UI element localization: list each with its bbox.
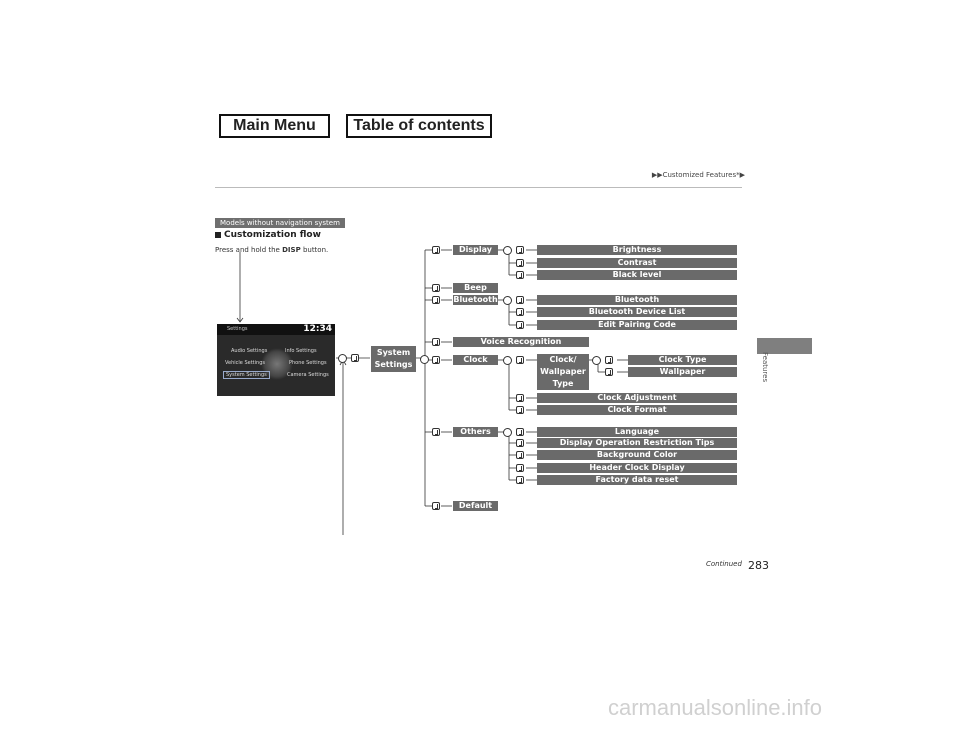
model-badge: Models without navigation system (215, 218, 345, 228)
bluetooth-device-list-node[interactable]: Bluetooth Device List (537, 307, 737, 317)
screen-item-phone: Phone Settings (289, 360, 327, 366)
screen-title: Settings (227, 326, 248, 332)
select-icon (516, 296, 524, 304)
select-icon (432, 284, 440, 292)
knob-icon (503, 356, 512, 365)
chapter-tab-label: Features (761, 352, 769, 383)
clock-adjustment-node[interactable]: Clock Adjustment (537, 393, 737, 403)
screen-top-bar: Settings 12:34 (217, 324, 335, 335)
edit-pairing-code-node[interactable]: Edit Pairing Code (537, 320, 737, 330)
watermark: carmanualsonline.info (608, 695, 823, 720)
clock-format-node[interactable]: Clock Format (537, 405, 737, 415)
screen-item-vehicle: Vehicle Settings (225, 360, 265, 366)
select-icon (605, 356, 613, 364)
knob-icon (420, 355, 429, 364)
clock-type-node[interactable]: Clock Type (628, 355, 737, 365)
main-menu-button[interactable]: Main Menu (219, 114, 330, 138)
header-clock-display-node[interactable]: Header Clock Display (537, 463, 737, 473)
screen-item-system: System Settings (223, 371, 270, 379)
system-settings-node[interactable]: System Settings (371, 346, 416, 372)
background-color-node[interactable]: Background Color (537, 450, 737, 460)
breadcrumb[interactable]: ▶▶Customized Features*▶ (651, 171, 745, 179)
knob-icon (503, 428, 512, 437)
select-icon (516, 246, 524, 254)
screen-item-audio: Audio Settings (231, 348, 268, 354)
select-icon (516, 394, 524, 402)
instruction-pre: Press and hold the (215, 246, 280, 254)
beep-node[interactable]: Beep (453, 283, 498, 293)
clock-wallpaper-type-node[interactable]: Clock/ Wallpaper Type (537, 354, 589, 390)
others-node[interactable]: Others (453, 427, 498, 437)
select-icon (432, 502, 440, 510)
select-icon (516, 259, 524, 267)
screen-item-camera: Camera Settings (287, 372, 329, 378)
select-icon (351, 354, 359, 362)
settings-screen-image: Settings 12:34 Audio Settings Info Setti… (217, 324, 335, 396)
screen-clock: 12:34 (303, 324, 332, 334)
select-icon (516, 439, 524, 447)
select-icon (516, 451, 524, 459)
select-icon (605, 368, 613, 376)
knob-icon (503, 296, 512, 305)
square-bullet-icon (215, 231, 221, 238)
display-node[interactable]: Display (453, 245, 498, 255)
voice-recognition-node[interactable]: Voice Recognition (453, 337, 589, 347)
select-icon (432, 246, 440, 254)
dial-knob-icon (261, 348, 293, 380)
select-icon (516, 271, 524, 279)
screen-item-info: Info Settings (285, 348, 317, 354)
page-number: 283 (748, 559, 769, 572)
select-icon (516, 476, 524, 484)
bluetooth-node[interactable]: Bluetooth (453, 295, 498, 305)
knob-icon (592, 356, 601, 365)
select-icon (432, 338, 440, 346)
select-icon (516, 428, 524, 436)
select-icon (432, 428, 440, 436)
disp-button-label: DISP (282, 246, 301, 254)
knob-icon (503, 246, 512, 255)
bluetooth-onoff-node[interactable]: Bluetooth (537, 295, 737, 305)
select-icon (432, 356, 440, 364)
clock-node[interactable]: Clock (453, 355, 498, 365)
table-of-contents-button[interactable]: Table of contents (346, 114, 492, 138)
brightness-node[interactable]: Brightness (537, 245, 737, 255)
factory-data-reset-node[interactable]: Factory data reset (537, 475, 737, 485)
select-icon (516, 356, 524, 364)
contrast-node[interactable]: Contrast (537, 258, 737, 268)
continued-label: Continued (706, 560, 742, 568)
instruction-text: Press and hold the DISP button. (215, 246, 328, 254)
default-node[interactable]: Default (453, 501, 498, 511)
language-node[interactable]: Language (537, 427, 737, 437)
display-operation-restriction-tips-node[interactable]: Display Operation Restriction Tips (537, 438, 737, 448)
section-heading-text: Customization flow (224, 230, 321, 240)
chapter-tab[interactable] (757, 338, 812, 354)
section-heading: Customization flow (215, 230, 321, 240)
instruction-post: button. (302, 246, 329, 254)
select-icon (516, 308, 524, 316)
select-icon (516, 406, 524, 414)
select-icon (516, 464, 524, 472)
wallpaper-node[interactable]: Wallpaper (628, 367, 737, 377)
black-level-node[interactable]: Black level (537, 270, 737, 280)
select-icon (432, 296, 440, 304)
select-icon (516, 321, 524, 329)
header-divider (215, 187, 742, 188)
knob-icon (338, 354, 347, 363)
